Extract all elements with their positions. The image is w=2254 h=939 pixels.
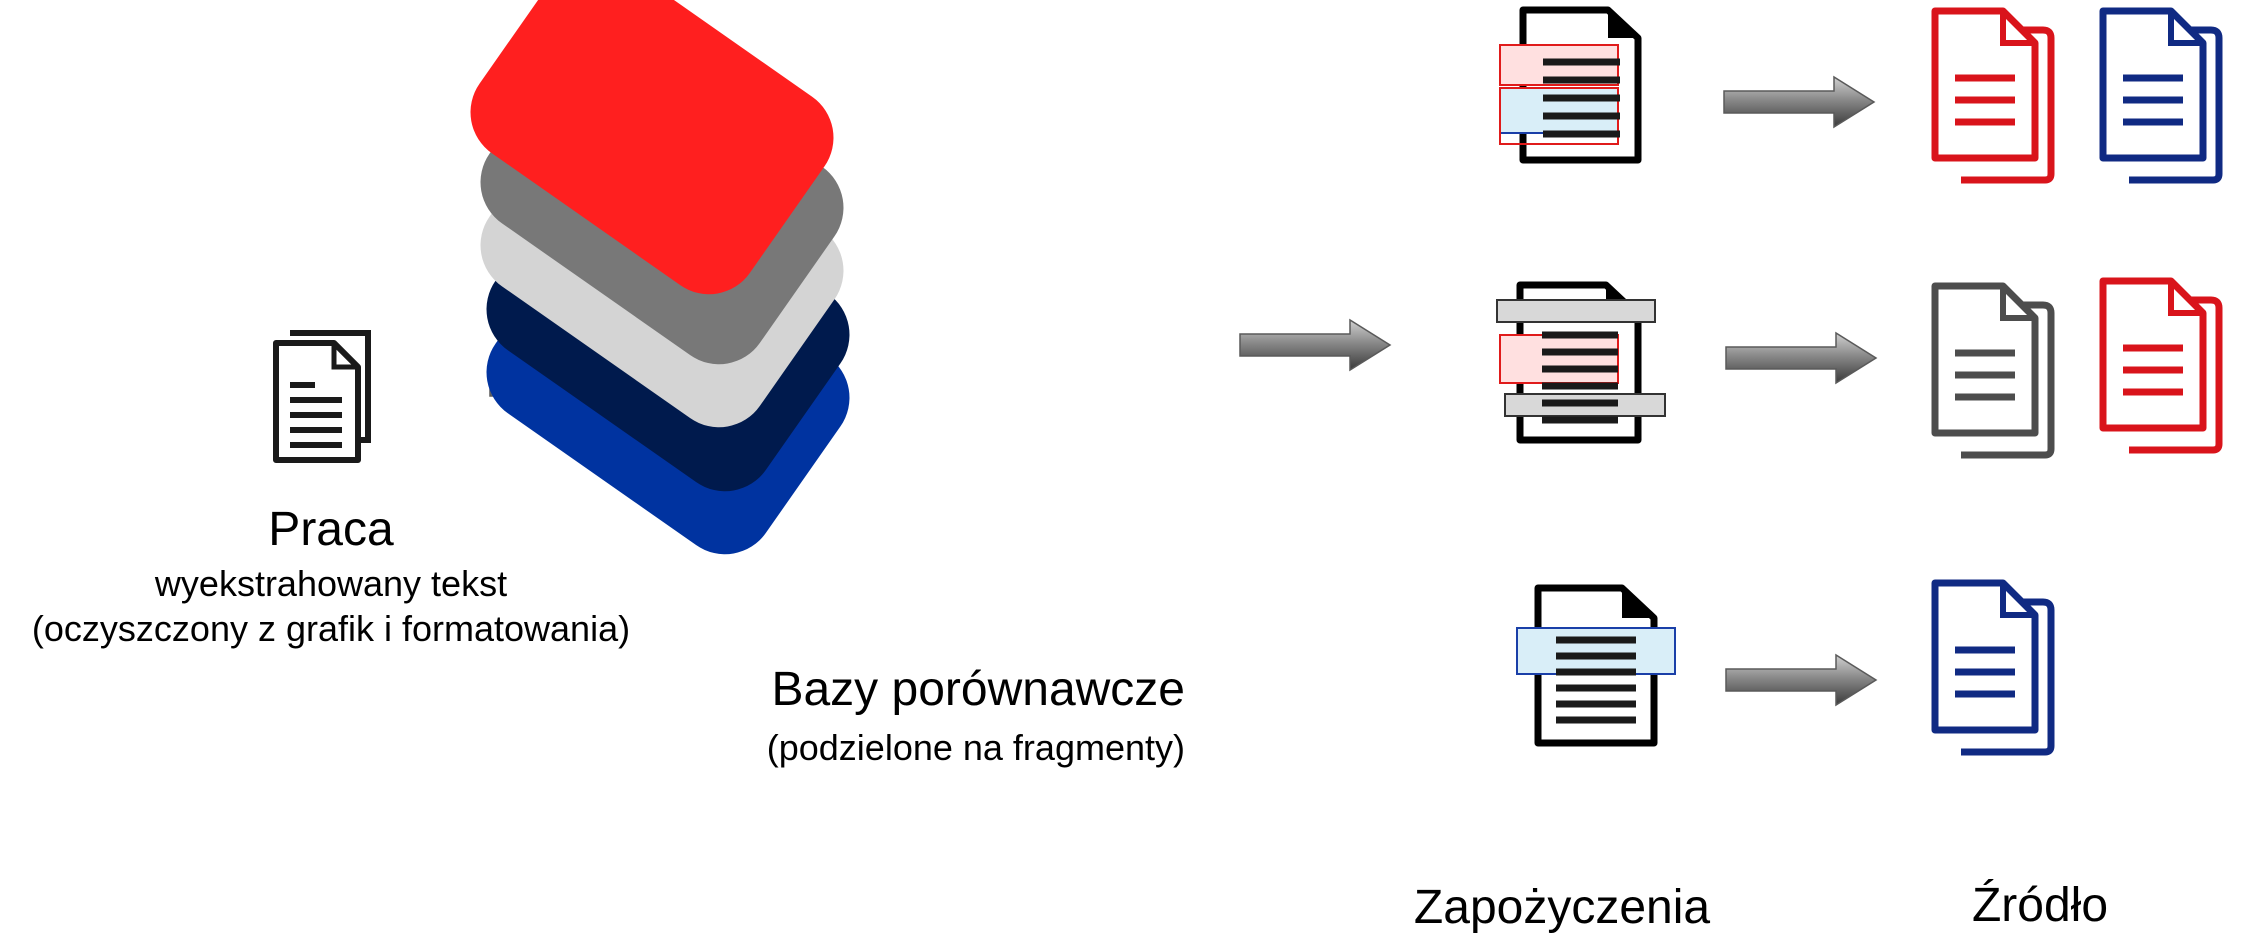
column-label-borrowings: Zapożyczenia [1413,881,1711,934]
arrow-row-1 [1723,76,1875,128]
source-document-navy-2 [1935,583,2051,752]
source-document-navy [2103,11,2219,180]
borrowed-document-3 [1516,584,1676,747]
document-stack-icon [273,330,371,463]
databases-subtitle: (podzielone na fragmenty) [766,727,1185,768]
source-document-gray [1935,286,2051,455]
arrow-row-2 [1725,332,1877,384]
source-subtitle-1: wyekstrahowany tekst [154,563,508,604]
source-document-red-2 [2103,281,2219,450]
highlight-gray [1496,299,1656,323]
layer-shape [470,0,834,295]
column-label-source: Źródło [1971,879,2109,932]
databases-title: Bazy porównawcze [771,663,1185,716]
arrow-to-matches [1239,319,1391,371]
highlight-blue [1516,627,1676,675]
source-subtitle-2: (oczyszczony z grafik i formatowania) [31,608,631,649]
borrowed-document-2 [1496,281,1666,444]
source-document-red [1935,11,2051,180]
borrowed-document-1 [1499,6,1642,164]
highlight-red [1499,334,1619,384]
source-title: Praca [268,503,394,556]
database-stack [470,0,990,555]
database-icon [882,109,990,231]
arrow-row-3 [1725,654,1877,706]
database-layer-red [470,0,834,295]
